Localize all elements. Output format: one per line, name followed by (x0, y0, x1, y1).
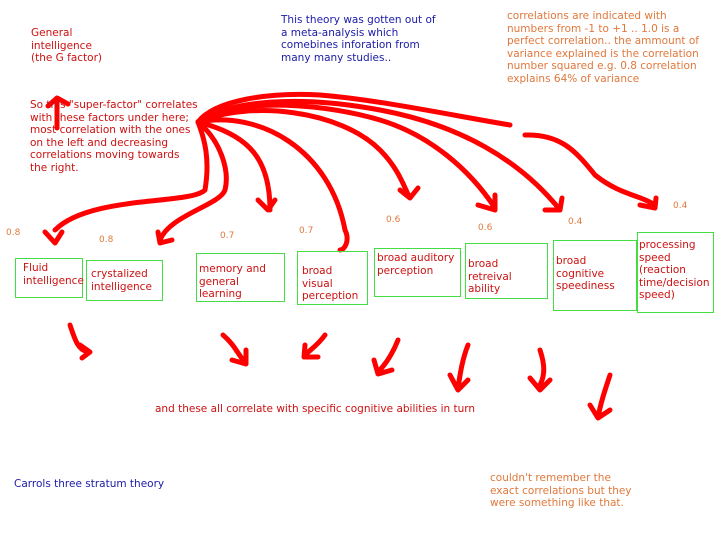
factor-box-auditory: broad auditory perception (374, 248, 461, 297)
correlation-value: 0.4 (568, 217, 583, 227)
correlation-value: 0.7 (220, 231, 235, 241)
factor-box-visual: broad visual perception (297, 251, 368, 305)
factor-box-memory: memory and general learning (196, 253, 285, 302)
correlation-value: 0.4 (673, 201, 688, 211)
correlation-value: 0.7 (299, 226, 314, 236)
diagram-title: Carrols three stratum theory (14, 478, 165, 490)
factor-box-processing-speed: processing speed (reaction time/decision… (637, 232, 714, 313)
factor-box-retrieval: broad retreival ability (465, 243, 548, 299)
meta-analysis-note: This theory was gotten out of a meta-ana… (281, 14, 436, 64)
correlation-value: 0.6 (386, 215, 401, 225)
super-factor-note: So this "super-factor" correlates with t… (30, 99, 198, 174)
correlation-value: 0.6 (478, 223, 493, 233)
disclaimer-note: couldn't remember the exact correlations… (490, 472, 632, 510)
factor-box-fluid: Fluid intelligence (15, 258, 84, 298)
g-factor-arrow (45, 95, 71, 131)
specific-abilities-note: and these all correlate with specific co… (155, 403, 476, 415)
factor-box-crystalized: crystalized intelligence (86, 260, 163, 301)
correlation-value: 0.8 (6, 228, 21, 238)
g-factor-label: General intelligence (the G factor) (31, 27, 102, 65)
correlation-value: 0.8 (99, 235, 114, 245)
factor-box-cognitive-speediness: broad cognitive speediness (553, 240, 637, 311)
lower-arrows (67, 322, 613, 421)
correlations-note: correlations are indicated with numbers … (507, 10, 699, 85)
branch-arrows (42, 91, 659, 253)
